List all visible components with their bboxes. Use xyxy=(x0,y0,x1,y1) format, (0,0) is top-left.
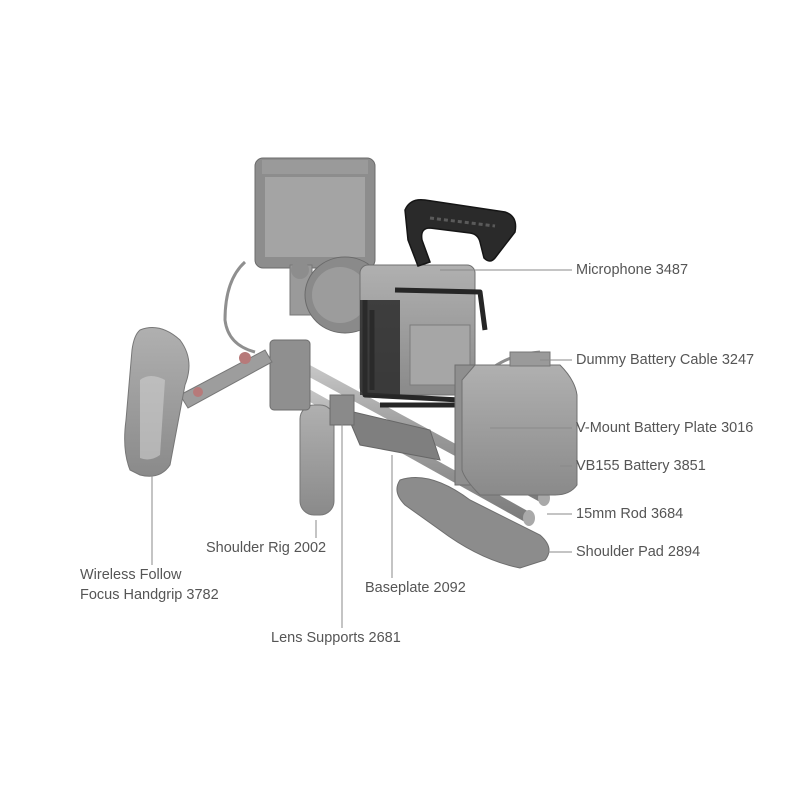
top-handle xyxy=(404,198,517,267)
callout-vmount-battery-plate: V-Mount Battery Plate 3016 xyxy=(576,420,754,436)
shoulder-pad-shape xyxy=(396,477,550,569)
callout-lens-supports: Lens Supports 2681 xyxy=(271,630,401,646)
handgrip-arm xyxy=(179,349,273,409)
shoulder-rig-block xyxy=(269,339,311,411)
callout-wireless-follow-focus: Wireless Follow Focus Handgrip 3782 xyxy=(80,567,219,603)
callout-rod-15mm: 15mm Rod 3684 xyxy=(576,506,684,522)
vb155-battery-shape xyxy=(461,364,578,496)
leader-lines xyxy=(151,269,572,628)
arm-knob-red xyxy=(239,352,251,364)
callout-microphone: Microphone 3487 xyxy=(576,262,689,278)
cage-side-plate xyxy=(360,300,400,395)
top-handle-grip xyxy=(429,216,496,228)
callout-shoulder-pad: Shoulder Pad 2894 xyxy=(576,544,701,560)
handgrip-grip-panel xyxy=(140,376,165,460)
callout-baseplate: Baseplate 2092 xyxy=(365,580,466,596)
callout-vb155-battery: VB155 Battery 3851 xyxy=(576,458,706,474)
rod-end-lower xyxy=(523,510,535,526)
callout-dummy-battery-cable: Dummy Battery Cable 3247 xyxy=(576,352,755,368)
lens-front xyxy=(312,267,368,323)
baseplate-shape xyxy=(344,409,441,461)
callout-shoulder-rig: Shoulder Rig 2002 xyxy=(206,540,327,556)
monitor-mount-knob xyxy=(291,261,309,279)
monitor-screen xyxy=(265,177,365,257)
monitor xyxy=(254,157,376,269)
monitor-top xyxy=(262,160,368,174)
cage-frame-top xyxy=(394,287,488,331)
shoulder-rig-handle xyxy=(299,404,335,516)
monitor-cable xyxy=(223,260,256,354)
arm-knob-red-2 xyxy=(193,387,203,397)
top-handle-bar xyxy=(404,198,517,267)
vb155-battery-top xyxy=(509,351,551,367)
